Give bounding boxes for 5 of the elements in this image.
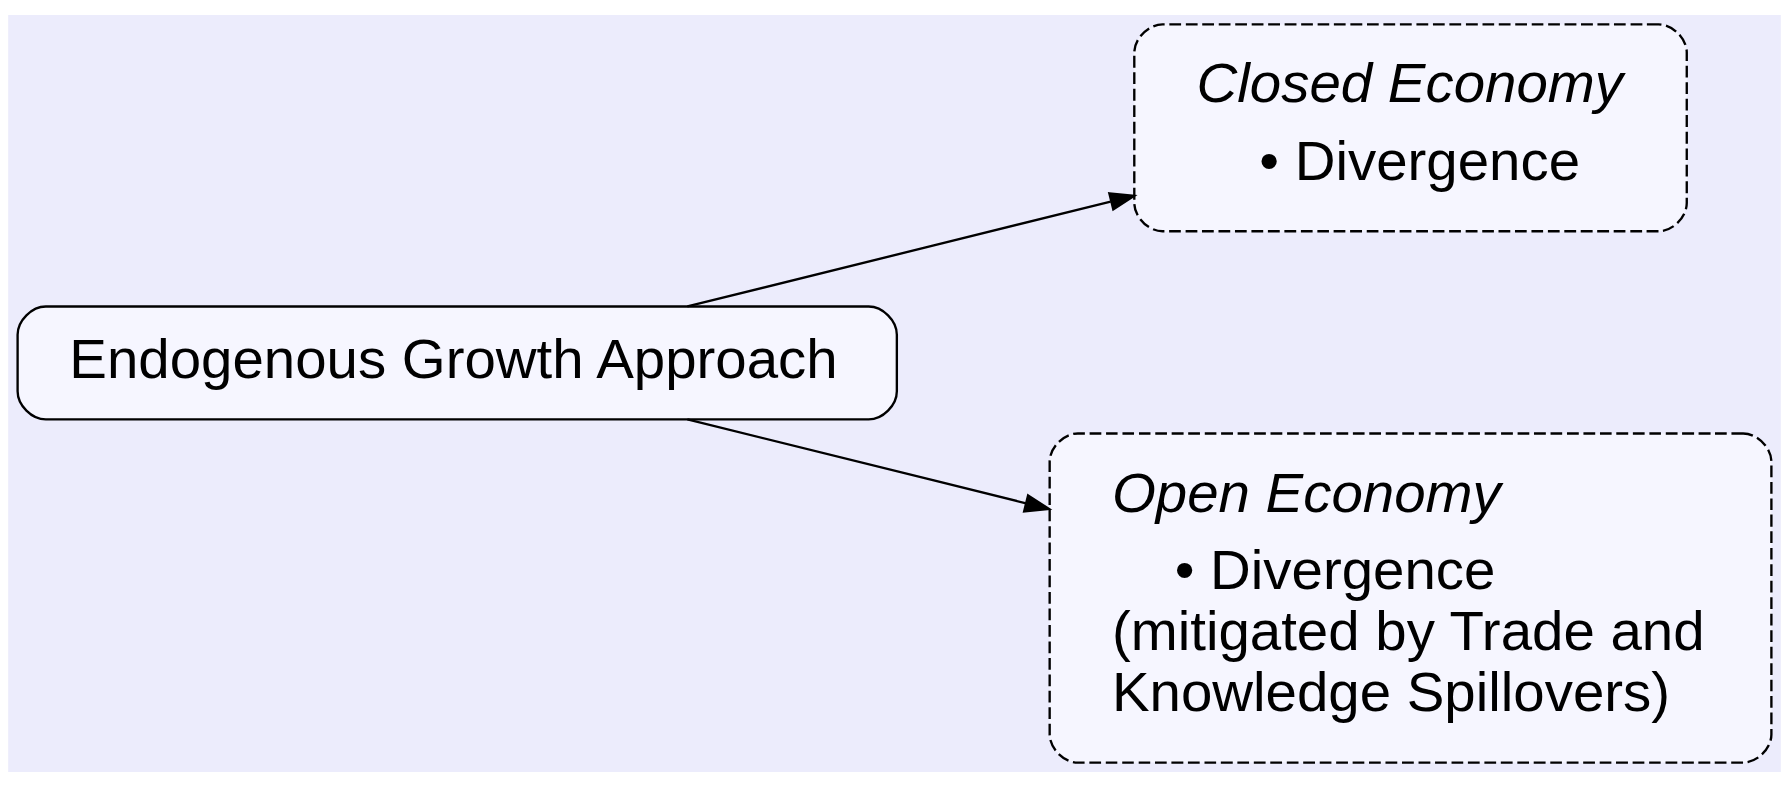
arrow xyxy=(687,418,1053,513)
node-box: Open Economy • Divergence (mitigated by Trade and Knowledge Spillovers) xyxy=(1048,432,1773,764)
arrow xyxy=(687,192,1138,308)
node-box: Endogenous Growth Approach xyxy=(16,305,899,421)
node-box: Closed Economy • Divergence xyxy=(1133,23,1688,233)
